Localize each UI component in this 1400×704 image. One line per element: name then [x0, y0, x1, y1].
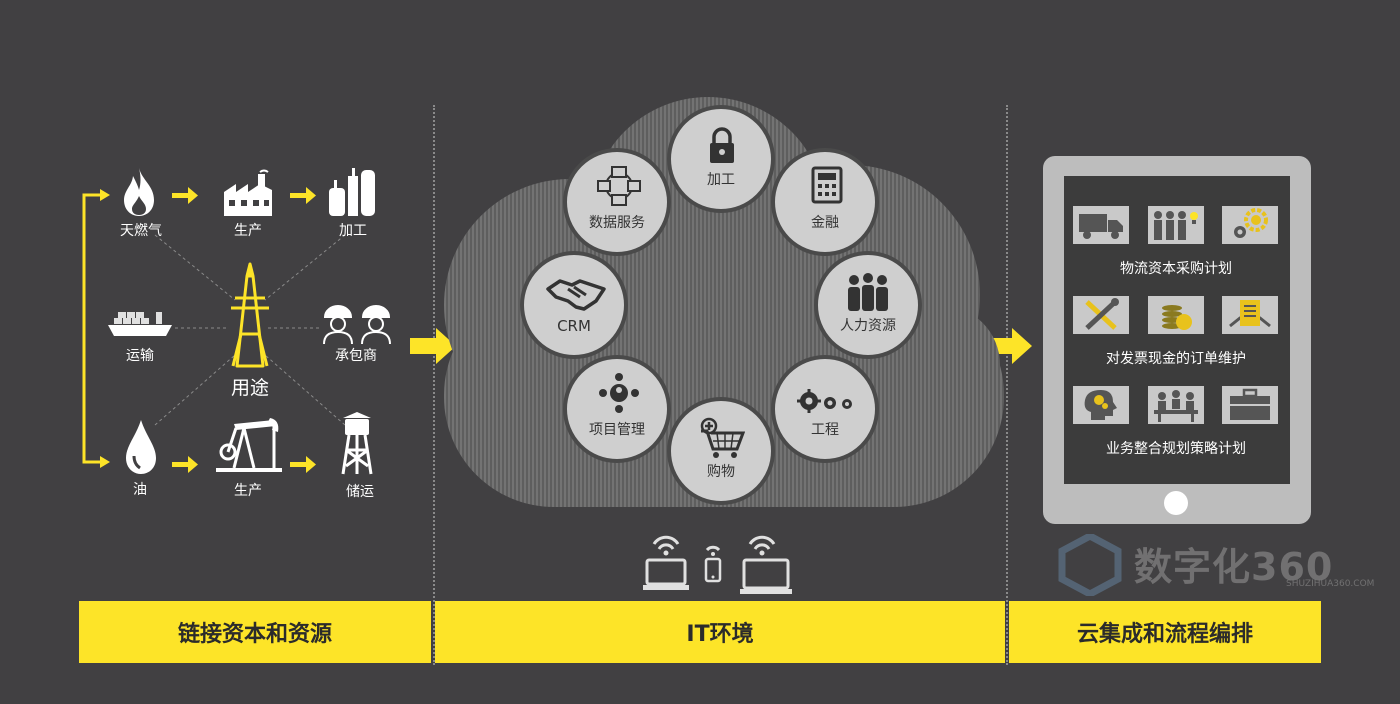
arrow-to-cloud-icon: [986, 328, 1032, 364]
network-icon: [597, 166, 641, 206]
tile[interactable]: [1222, 386, 1278, 424]
tile[interactable]: [1148, 386, 1204, 424]
tools-icon: [1085, 298, 1119, 330]
ship-icon: [108, 312, 172, 336]
flame-icon: [124, 168, 154, 216]
lock-icon: [710, 127, 734, 163]
water-tower-icon: [341, 412, 373, 475]
bar-capital-resources: 链接资本和资源: [79, 601, 431, 663]
tile[interactable]: [1073, 296, 1129, 334]
cogs-icon: [1234, 208, 1268, 238]
gears-icon: [797, 389, 852, 413]
circle-label: 工程: [811, 422, 839, 438]
arrow-to-it-icon: [410, 328, 456, 364]
node-transport: 运输: [126, 348, 154, 364]
head-gears-icon: [1084, 390, 1117, 420]
tablet-home-button[interactable]: [1164, 491, 1188, 515]
truck-icon: [1079, 214, 1123, 239]
tile[interactable]: [1073, 206, 1129, 244]
node-oil: 油: [133, 482, 147, 498]
node-storage: 储运: [346, 484, 374, 500]
briefcase-icon: [1230, 388, 1270, 420]
meeting-icon: [1154, 390, 1198, 422]
circle-shopping[interactable]: 购物: [667, 397, 775, 505]
worker-icon: [323, 305, 391, 344]
separator-right: [1006, 105, 1008, 665]
tile[interactable]: [1148, 296, 1204, 334]
phone-icon: [704, 557, 722, 583]
circle-hr[interactable]: 人力资源: [814, 251, 922, 359]
circle-crm[interactable]: CRM: [520, 251, 628, 359]
circle-project-mgmt[interactable]: 项目管理: [563, 355, 671, 463]
circle-data-services[interactable]: 数据服务: [563, 148, 671, 256]
node-usage: 用途: [230, 377, 270, 399]
circle-engineering[interactable]: 工程: [771, 355, 879, 463]
node-processing: 加工: [339, 223, 367, 239]
circle-finance[interactable]: 金融: [771, 148, 879, 256]
tile[interactable]: [1222, 296, 1278, 334]
node-production-top: 生产: [234, 223, 262, 239]
bar-cloud-integration: 云集成和流程编排: [1009, 601, 1321, 663]
org-icon: [599, 373, 639, 413]
refinery-icon: [329, 168, 375, 216]
document-icon: [1229, 300, 1271, 328]
wifi-icon: [652, 535, 776, 556]
circle-label: 人力资源: [840, 318, 896, 334]
cart-icon: [700, 417, 745, 458]
pumpjack-icon: [216, 418, 282, 472]
node-natural-gas: 天燃气: [120, 223, 162, 239]
tile[interactable]: [1073, 386, 1129, 424]
tablet-row-label: 物流资本采购计划: [1120, 261, 1232, 277]
separator-left: [433, 105, 435, 665]
bar-it-environment: IT环境: [435, 601, 1005, 663]
node-contractor: 承包商: [335, 348, 377, 364]
oil-drop-icon: [126, 420, 156, 474]
tile[interactable]: [1222, 206, 1278, 244]
watermark-text: 数字化360: [1134, 545, 1334, 589]
node-production-bottom: 生产: [234, 483, 262, 499]
circle-label: 数据服务: [589, 215, 645, 231]
devices-group: [643, 535, 792, 594]
tablet-row-label: 业务整合规划策略计划: [1106, 441, 1246, 457]
circle-processing[interactable]: 加工: [667, 105, 775, 213]
circle-label: CRM: [557, 317, 591, 335]
circle-label: 购物: [707, 464, 735, 480]
laptop-icon: [643, 558, 792, 594]
tower-icon: [231, 262, 269, 368]
tablet-row-label: 对发票现金的订单维护: [1106, 351, 1246, 367]
watermark-logo: [1058, 534, 1122, 596]
circle-label: 项目管理: [589, 422, 645, 438]
handshake-icon: [546, 279, 606, 311]
coins-icon: [1162, 305, 1192, 330]
people-icon: [848, 273, 888, 311]
circle-label: 金融: [811, 215, 839, 231]
tile[interactable]: [1148, 206, 1204, 244]
calculator-icon: [811, 166, 843, 204]
factory-icon: [224, 169, 272, 216]
team-icon: [1154, 211, 1198, 240]
left-connectors: [82, 187, 346, 473]
watermark-subtext: SHUZIHUA360.COM: [1286, 579, 1375, 589]
circle-label: 加工: [707, 172, 735, 188]
